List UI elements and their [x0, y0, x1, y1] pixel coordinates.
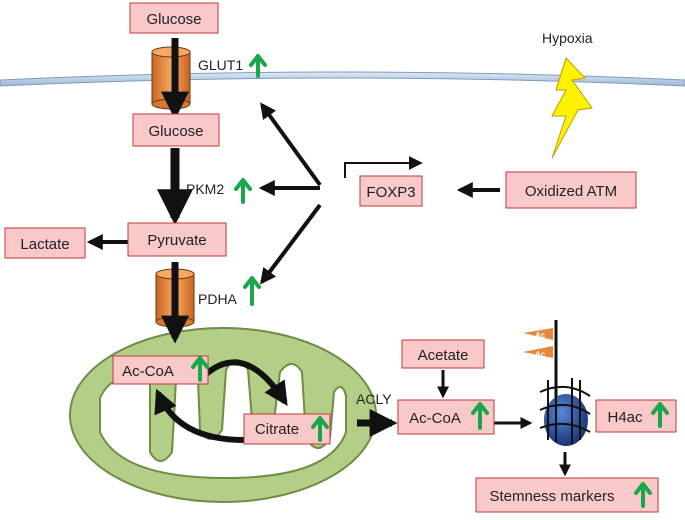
arrow-acoa-to-citrate: [203, 359, 288, 407]
h4ac-up-arrow-icon: [651, 402, 669, 428]
acetate-label: Acetate: [418, 347, 469, 364]
pkm2-label: PKM2: [186, 181, 224, 197]
foxp3-label: FOXP3: [366, 184, 415, 201]
arrow-citrate-to-acoa: [154, 388, 245, 443]
nucleosome-icon: Ac Ac: [523, 320, 591, 446]
glut1-up-arrow-icon: [249, 54, 267, 78]
acetate-box: Acetate: [401, 339, 485, 369]
stemness-up-arrow-icon: [634, 482, 652, 508]
pyruvate-label: Pyruvate: [147, 232, 206, 249]
citrate-box: Citrate: [243, 413, 331, 445]
pdha-up-arrow-icon: [243, 276, 261, 306]
pkm2-up-arrow-icon: [234, 178, 252, 204]
glut1-transporter-icon: [151, 46, 191, 110]
acly-label: ACLY: [356, 391, 392, 407]
pdha-label: PDHA: [198, 291, 238, 307]
foxp3-transcription-arrow: [344, 156, 423, 178]
arrow-foxp3-to-pdha: [260, 203, 322, 285]
glucose-outside-box: Glucose: [129, 2, 219, 34]
ac-coa-nuc-up-arrow-icon: [471, 402, 489, 430]
oxidized-atm-label: Oxidized ATM: [525, 183, 617, 200]
hypoxia-bolt-icon: [551, 57, 593, 159]
ac-flag-2-label: Ac: [535, 350, 546, 359]
ac-coa-mito-up-arrow-icon: [191, 356, 209, 382]
oxidized-atm-box: Oxidized ATM: [505, 171, 637, 209]
lactate-label: Lactate: [20, 236, 69, 253]
stemness-box: Stemness markers: [475, 477, 659, 513]
h4ac-box: H4ac: [595, 399, 677, 433]
h4ac-label: H4ac: [607, 409, 643, 426]
ac-flag-2: [523, 346, 553, 358]
foxp3-box: FOXP3: [359, 175, 423, 207]
hypoxia-label: Hypoxia: [542, 30, 593, 46]
citrate-label: Citrate: [255, 421, 299, 438]
stemness-label: Stemness markers: [489, 488, 614, 505]
ac-coa-mito-label: Ac-CoA: [122, 363, 174, 380]
glut1-label: GLUT1: [198, 57, 243, 73]
ac-flag-1: [523, 328, 553, 340]
pyruvate-box: Pyruvate: [127, 222, 227, 257]
citrate-up-arrow-icon: [311, 416, 329, 442]
ac-coa-mito-box: Ac-CoA: [112, 355, 209, 385]
ac-coa-nuc-label: Ac-CoA: [409, 410, 461, 427]
ac-flag-1-label: Ac: [535, 331, 546, 340]
glucose-inside-box: Glucose: [132, 113, 220, 147]
glucose-inside-label: Glucose: [148, 123, 203, 140]
lactate-box: Lactate: [4, 227, 86, 259]
cell-membrane: [0, 71, 685, 87]
arrow-foxp3-to-glut1: [260, 102, 322, 187]
upregulation-markers: [191, 54, 669, 508]
glucose-outside-label: Glucose: [146, 11, 201, 28]
